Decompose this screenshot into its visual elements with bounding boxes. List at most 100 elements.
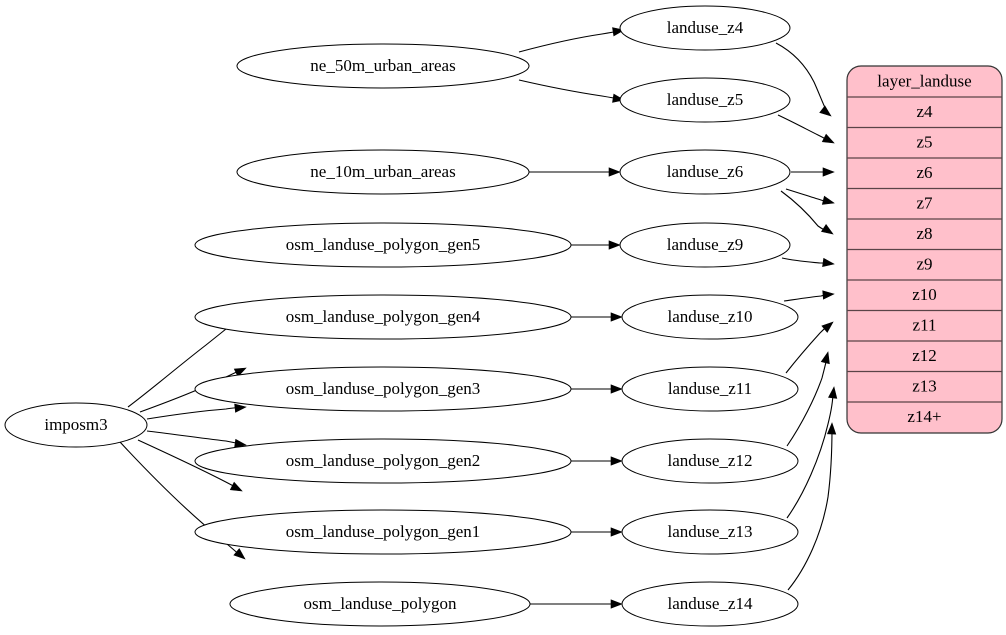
node-label: landuse_z5: [667, 90, 743, 109]
node-shape: [194, 366, 572, 412]
input-node-osm_landuse_polygon_gen3[interactable]: osm_landuse_polygon_gen3: [194, 366, 572, 412]
edge-line: [518, 79, 620, 100]
edge-osm_landuse_polygon_gen5-to-landuse_z9: [571, 240, 621, 250]
node-label: landuse_z14: [668, 594, 753, 613]
table-row-label-z12: z12: [912, 346, 937, 365]
view-node-landuse_z12[interactable]: landuse_z12: [621, 438, 799, 484]
node-shape: [619, 77, 791, 123]
node-label: ne_50m_urban_areas: [310, 56, 455, 75]
arrowhead-icon: [608, 167, 621, 177]
arrowhead-icon: [821, 133, 835, 144]
arrowhead-icon: [820, 223, 834, 235]
view-node-landuse_z6[interactable]: landuse_z6: [619, 149, 791, 195]
arrowhead-icon: [229, 481, 243, 492]
node-shape: [619, 222, 791, 268]
node-shape: [621, 294, 799, 340]
view-node-landuse_z9[interactable]: landuse_z9: [619, 222, 791, 268]
edge-osm_landuse_polygon_gen2-to-landuse_z12: [571, 456, 623, 466]
node-label: landuse_z11: [668, 379, 752, 398]
source-node-imposm3[interactable]: imposm3: [4, 402, 148, 448]
node-label: imposm3: [44, 415, 107, 434]
view-node-landuse_z11[interactable]: landuse_z11: [621, 366, 799, 412]
node-label: osm_landuse_polygon_gen5: [286, 235, 481, 254]
arrowhead-icon: [234, 403, 247, 413]
arrowhead-icon: [233, 548, 246, 560]
input-node-osm_landuse_polygon_gen1[interactable]: osm_landuse_polygon_gen1: [194, 509, 572, 555]
edge-landuse_z4-to-row_z4: [775, 42, 832, 117]
arrowhead-icon: [820, 351, 830, 365]
node-shape: [621, 438, 799, 484]
arrowhead-icon: [822, 290, 835, 300]
edge-line: [780, 190, 829, 233]
input-node-osm_landuse_polygon_gen5[interactable]: osm_landuse_polygon_gen5: [194, 222, 572, 268]
view-node-landuse_z13[interactable]: landuse_z13: [621, 509, 799, 555]
edge-line: [146, 430, 242, 445]
node-shape: [194, 294, 572, 340]
layer-landuse-table[interactable]: layer_landusez4z5z6z7z8z9z10z11z12z13z14…: [846, 65, 1003, 434]
node-shape: [194, 509, 572, 555]
node-shape: [4, 402, 148, 448]
node-label: landuse_z6: [667, 162, 743, 181]
edge-line: [786, 356, 828, 447]
edge-osm_landuse_polygon_gen4-to-landuse_z10: [571, 312, 623, 322]
table-row-label-z4: z4: [916, 102, 933, 121]
input-node-osm_landuse_polygon_gen2[interactable]: osm_landuse_polygon_gen2: [194, 438, 572, 484]
edge-landuse_z6-to-row_z6: [791, 167, 835, 177]
arrowhead-icon: [822, 167, 835, 177]
edge-ne_50m_urban_areas-to-landuse_z5: [518, 79, 625, 103]
edge-landuse_z14-to-row_z14: [787, 422, 837, 591]
input-node-ne_10m_urban_areas[interactable]: ne_10m_urban_areas: [236, 149, 530, 195]
edge-landuse_z11-to-row_z11: [785, 321, 834, 374]
edge-line: [146, 406, 242, 420]
edge-line: [787, 427, 833, 591]
input-node-osm_landuse_polygon[interactable]: osm_landuse_polygon: [229, 581, 531, 627]
edge-ne_10m_urban_areas-to-landuse_z6: [529, 167, 621, 177]
node-shape: [621, 581, 799, 627]
arrowhead-icon: [821, 195, 835, 205]
node-shape: [619, 5, 791, 51]
edge-line: [777, 114, 830, 142]
arrowhead-icon: [610, 527, 623, 537]
node-label: landuse_z10: [668, 307, 753, 326]
node-shape: [236, 43, 530, 89]
edge-ne_50m_urban_areas-to-landuse_z4: [518, 27, 625, 53]
table-row-label-z5: z5: [916, 133, 932, 152]
node-shape: [619, 149, 791, 195]
node-label: osm_landuse_polygon_gen2: [286, 451, 481, 470]
edge-imposm3-to-osm_landuse_polygon_gen3: [146, 403, 247, 420]
edge-landuse_z5-to-row_z5: [777, 114, 835, 144]
input-node-osm_landuse_polygon_gen4[interactable]: osm_landuse_polygon_gen4: [194, 294, 572, 340]
table-row-label-z6: z6: [916, 163, 932, 182]
arrowhead-icon: [610, 312, 623, 322]
nodes-layer: imposm3 ne_50m_urban_areas ne_10m_urban_ar…: [4, 5, 799, 627]
view-node-landuse_z14[interactable]: landuse_z14: [621, 581, 799, 627]
node-label: ne_10m_urban_areas: [310, 162, 455, 181]
node-label: landuse_z4: [667, 18, 744, 37]
view-node-landuse_z4[interactable]: landuse_z4: [619, 5, 791, 51]
edge-line: [518, 30, 620, 53]
node-label: osm_landuse_polygon: [304, 594, 457, 613]
arrowhead-icon: [822, 257, 835, 268]
table-row-label-z7: z7: [916, 194, 933, 213]
view-node-landuse_z10[interactable]: landuse_z10: [621, 294, 799, 340]
node-label: osm_landuse_polygon_gen4: [286, 307, 481, 326]
node-shape: [236, 149, 530, 195]
arrowhead-icon: [826, 422, 837, 435]
edge-landuse_z10-to-row_z10: [783, 290, 835, 302]
table-header-label: layer_landuse: [877, 71, 971, 90]
node-label: osm_landuse_polygon_gen3: [286, 379, 481, 398]
edge-line: [775, 42, 828, 113]
input-node-ne_50m_urban_areas[interactable]: ne_50m_urban_areas: [236, 43, 530, 89]
table-row-label-z14+: z14+: [907, 407, 941, 426]
edge-line: [783, 293, 830, 302]
arrowhead-icon: [608, 240, 621, 250]
edge-line: [137, 439, 238, 489]
node-label: landuse_z12: [668, 451, 753, 470]
table-row-label-z8: z8: [916, 224, 932, 243]
arrowhead-icon: [821, 321, 834, 333]
node-shape: [194, 438, 572, 484]
table-row-label-z9: z9: [916, 255, 932, 274]
view-node-landuse_z5[interactable]: landuse_z5: [619, 77, 791, 123]
